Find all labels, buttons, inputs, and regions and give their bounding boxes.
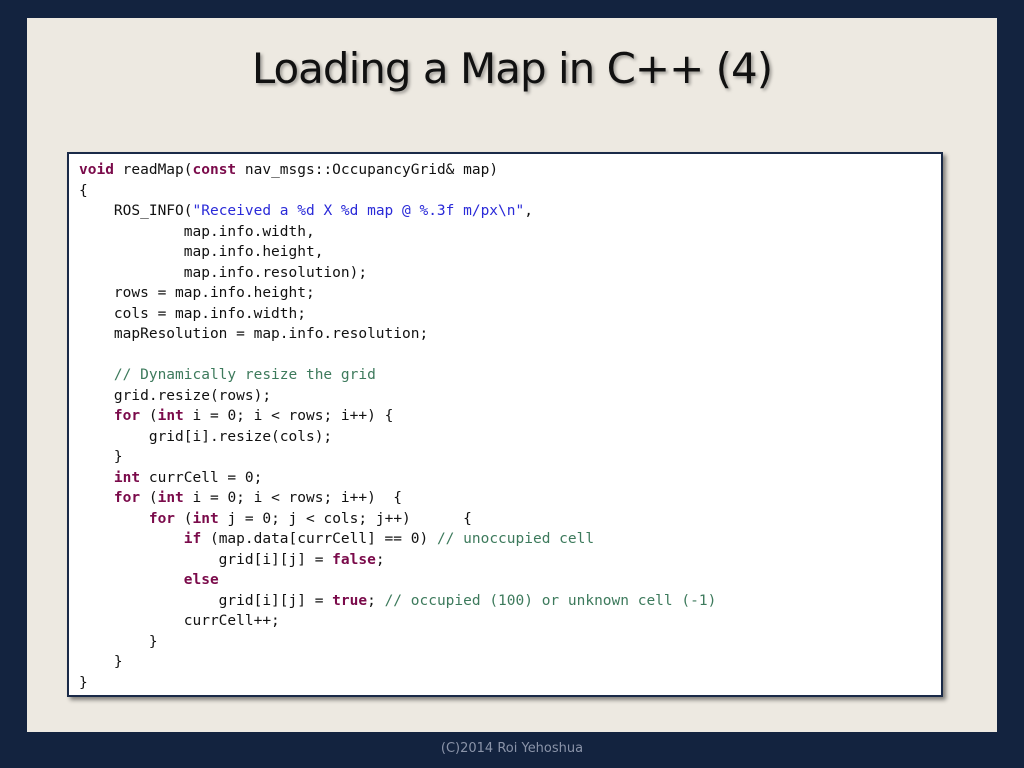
code-text: } <box>79 633 158 650</box>
code-text: readMap( <box>113 162 193 178</box>
code-line: map.info.width, <box>79 222 941 243</box>
code-line: map.info.resolution); <box>79 263 941 284</box>
code-text <box>79 572 184 588</box>
code-block: void readMap(const nav_msgs::OccupancyGr… <box>67 152 943 697</box>
code-keyword: int <box>157 408 184 424</box>
code-text: ROS_INFO( <box>79 203 193 219</box>
code-text <box>79 367 114 383</box>
code-string: "Received a %d X %d map @ %.3f m/px\n" <box>192 203 525 219</box>
code-line: } <box>79 673 941 694</box>
code-keyword: const <box>192 162 237 178</box>
code-text: currCell = 0; <box>140 469 263 486</box>
slide-title: Loading a Map in C++ (4) <box>251 44 773 93</box>
code-keyword: else <box>183 572 219 588</box>
code-text: grid[i][j] = <box>79 551 333 568</box>
code-text: , <box>524 203 533 219</box>
code-line: { <box>79 181 941 202</box>
slide-footer: (C)2014 Roi Yehoshua <box>440 741 584 756</box>
code-line: ROS_INFO("Received a %d X %d map @ %.3f … <box>79 201 941 222</box>
code-line: grid[i][j] = false; <box>79 550 941 571</box>
code-line: } <box>79 652 941 673</box>
code-listing: void readMap(const nav_msgs::OccupancyGr… <box>79 160 941 693</box>
code-line: grid[i].resize(cols); <box>79 427 941 448</box>
code-text <box>79 511 149 527</box>
code-text: i = 0; i < rows; i++) { <box>183 490 403 506</box>
code-line: } <box>79 632 941 653</box>
code-text: } <box>79 674 88 691</box>
code-comment: // unoccupied cell <box>436 531 595 547</box>
code-line: for (int i = 0; i < rows; i++) { <box>79 488 941 509</box>
code-line: mapResolution = map.info.resolution; <box>79 324 941 345</box>
code-line: grid[i][j] = true; // occupied (100) or … <box>79 591 941 612</box>
code-line: if (map.data[currCell] == 0) // unoccupi… <box>79 529 941 550</box>
code-text: map.info.height, <box>79 244 324 260</box>
code-text: nav_msgs::OccupancyGrid& map) <box>236 162 499 178</box>
code-text: j = 0; j < cols; j++) { <box>218 510 472 527</box>
code-keyword: int <box>113 469 141 486</box>
code-line: else <box>79 570 941 591</box>
code-line: for (int i = 0; i < rows; i++) { <box>79 406 941 427</box>
code-text: grid[i].resize(cols); <box>79 428 333 445</box>
code-line: grid.resize(rows); <box>79 386 941 407</box>
code-text: ( <box>140 408 158 424</box>
code-text: cols = map.info.width; <box>79 305 306 322</box>
code-line: rows = map.info.height; <box>79 283 941 304</box>
code-text: currCell++; <box>79 613 280 629</box>
code-line: for (int j = 0; j < cols; j++) { <box>79 509 941 530</box>
code-text: grid[i][j] = <box>79 592 333 609</box>
code-text: (map.data[currCell] == 0) <box>201 531 437 547</box>
code-keyword: for <box>113 408 141 424</box>
code-line: void readMap(const nav_msgs::OccupancyGr… <box>79 160 941 181</box>
code-text <box>79 408 114 424</box>
code-text: { <box>79 182 88 199</box>
code-keyword: true <box>332 592 368 609</box>
code-text: } <box>79 449 123 465</box>
code-text: map.info.width, <box>79 223 315 240</box>
code-line <box>79 345 941 366</box>
code-text: i = 0; i < rows; i++) { <box>183 408 394 424</box>
code-text: ( <box>140 490 158 506</box>
code-keyword: if <box>183 531 202 547</box>
code-line: currCell++; <box>79 611 941 632</box>
code-line: map.info.height, <box>79 242 941 263</box>
code-line: int currCell = 0; <box>79 468 941 489</box>
code-keyword: for <box>148 510 176 527</box>
code-text <box>79 531 184 547</box>
code-text: rows = map.info.height; <box>79 285 315 301</box>
code-text: grid.resize(rows); <box>79 387 272 404</box>
code-text: } <box>79 654 123 670</box>
code-keyword: false <box>332 551 376 568</box>
code-keyword: void <box>79 162 114 178</box>
code-comment: // Dynamically resize the grid <box>113 367 376 383</box>
code-text <box>79 470 114 486</box>
code-text: ; <box>367 592 385 609</box>
code-keyword: int <box>192 510 219 527</box>
code-text: ; <box>375 551 385 568</box>
code-text: map.info.resolution); <box>79 264 368 281</box>
code-keyword: for <box>113 490 141 506</box>
code-keyword: int <box>157 490 184 506</box>
code-text: mapResolution = map.info.resolution; <box>79 326 429 342</box>
code-line: // Dynamically resize the grid <box>79 365 941 386</box>
code-comment: // occupied (100) or unknown cell (-1) <box>384 592 717 609</box>
code-line: cols = map.info.width; <box>79 304 941 325</box>
code-text <box>79 490 114 506</box>
code-text: ( <box>175 510 193 527</box>
code-line: } <box>79 447 941 468</box>
